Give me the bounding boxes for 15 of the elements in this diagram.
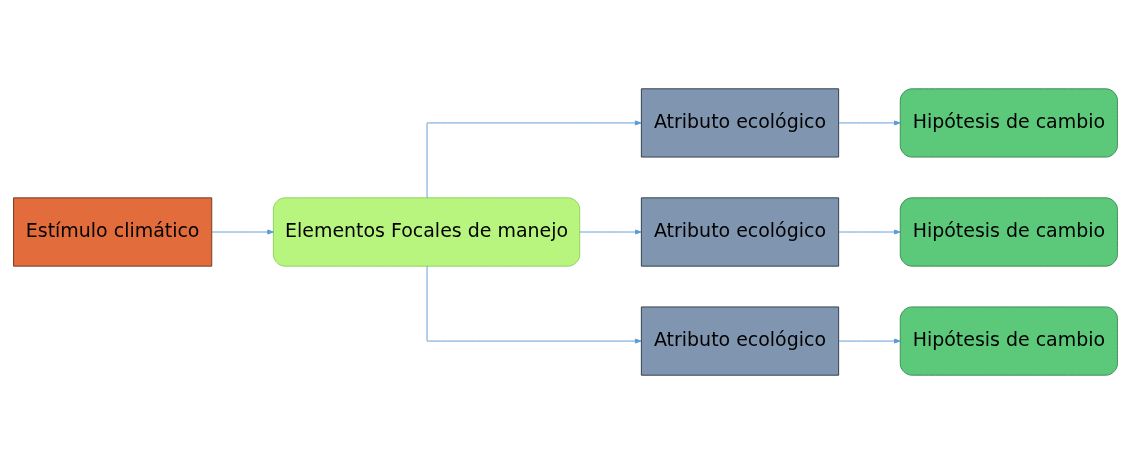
- arrow: [838, 338, 901, 344]
- arrow: [838, 120, 901, 126]
- node-box: Atributo ecológico: [640, 88, 840, 158]
- arrow: [426, 120, 642, 199]
- arrow: [838, 229, 901, 235]
- node-box: Elementos Focales de manejo: [272, 197, 581, 267]
- arrow: [426, 265, 642, 344]
- arrow: [579, 229, 642, 235]
- node-box: Hipótesis de cambio: [899, 197, 1118, 267]
- node-box: Hipótesis de cambio: [899, 306, 1118, 376]
- node-box: Estímulo climático: [13, 197, 213, 267]
- node-box: Atributo ecológico: [640, 197, 840, 267]
- arrow: [211, 229, 274, 235]
- node-box: Hipótesis de cambio: [899, 88, 1118, 158]
- node-box: Atributo ecológico: [640, 306, 840, 376]
